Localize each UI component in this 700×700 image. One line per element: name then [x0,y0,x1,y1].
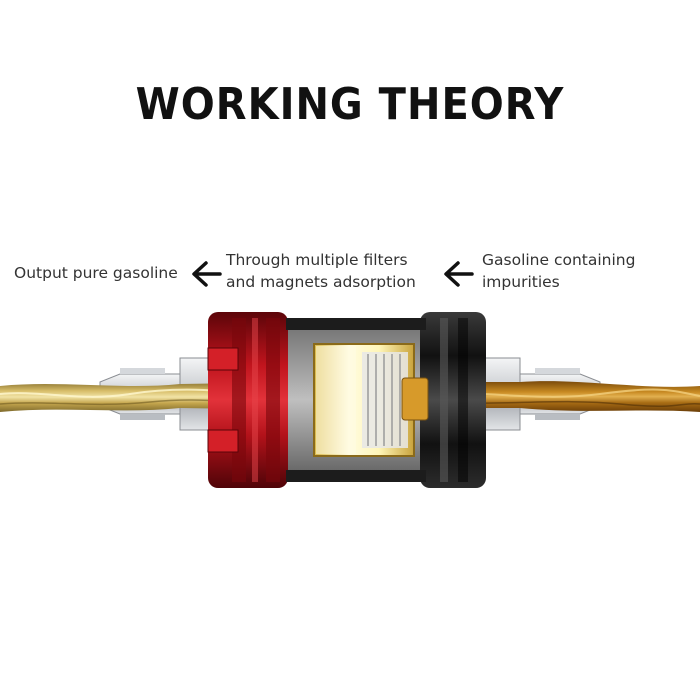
arrow-left-icon [192,261,222,287]
label-filters-line1: Through multiple filters [226,251,408,269]
page-title: WORKING THEORY [135,80,565,130]
filter-element [313,343,429,457]
label-output-pure-gasoline: Output pure gasoline [14,262,178,284]
label-input-line2: impurities [482,273,560,291]
arrow-left-icon [444,261,474,287]
bottom-band [286,470,426,482]
label-filters-line2: and magnets adsorption [226,273,416,291]
black-end-cap [420,312,486,488]
red-end-cap [207,312,288,488]
label-output-text: Output pure gasoline [14,264,178,282]
top-band [286,318,426,330]
fuel-filter-cutaway-diagram [0,312,700,488]
label-input-line1: Gasoline containing [482,251,636,269]
label-gasoline-impurities: Gasoline containing impurities [482,249,635,293]
label-multiple-filters: Through multiple filters and magnets ads… [226,249,416,293]
